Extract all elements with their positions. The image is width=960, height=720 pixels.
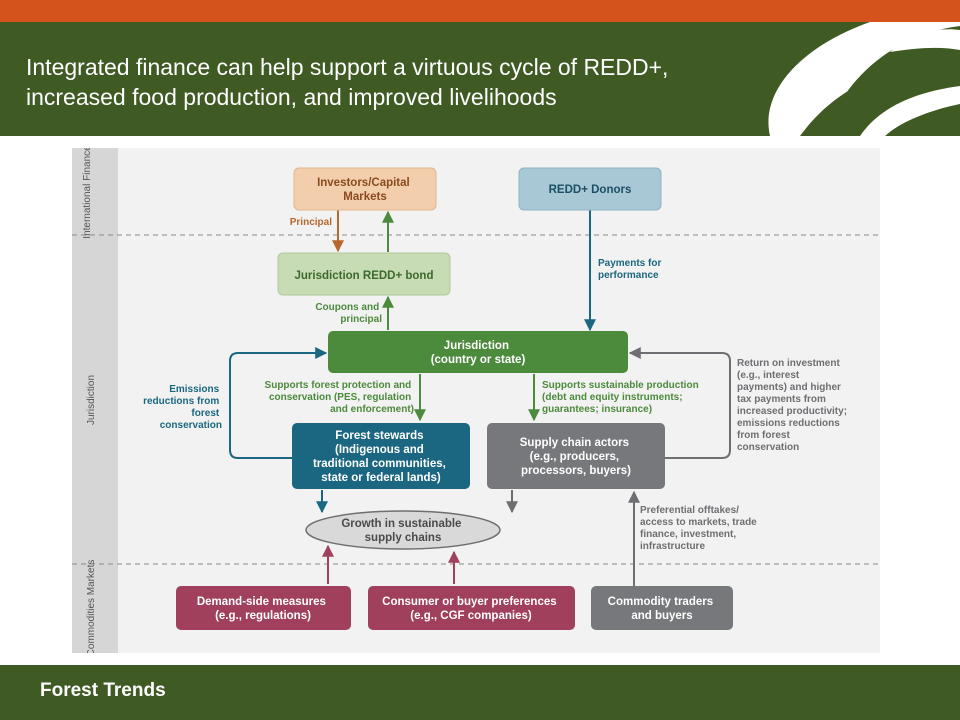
slide-title: Integrated finance can help support a vi… xyxy=(26,52,786,112)
svg-text:Supply chain actors (e: Supply chain actors (e.g., producers, pr… xyxy=(520,437,632,477)
svg-text:Demand-side measures (: Demand-side measures (e.g., regulations) xyxy=(197,596,329,622)
svg-text:REDD+ Donors: REDD+ Donors xyxy=(549,184,632,196)
svg-text:Growth in sustainable: Growth in sustainable supply chains xyxy=(341,518,464,544)
svg-text:Forest stewards (Indig: Forest stewards (Indigenous and traditio… xyxy=(313,430,449,484)
slide-footer: Forest Trends xyxy=(0,665,960,720)
label-coupons: Coupons and principal xyxy=(315,302,382,325)
slide-title-line-1: Integrated finance can help support a vi… xyxy=(26,54,669,80)
label-offtakes: Preferential offtakes/ access to markets… xyxy=(640,505,760,552)
label-payments: Payments for performance xyxy=(598,258,664,281)
svg-text:Jurisdiction (country: Jurisdiction (country or state) xyxy=(431,340,526,366)
bond-box: Jurisdiction REDD+ bond xyxy=(277,252,451,296)
slide-header: Integrated finance can help support a vi… xyxy=(0,22,960,136)
consumer-preferences-box: Consumer or buyer preferences (e.g., CGF… xyxy=(368,586,575,630)
band-label-international: International Finance xyxy=(82,148,93,239)
commodity-traders-box: Commodity traders and buyers xyxy=(591,586,733,630)
label-return-on-investment: Return on investment (e.g., interest pay… xyxy=(737,358,850,453)
label-sustainable-production: Supports sustainable production (debt an… xyxy=(542,380,701,415)
investors-box: Investors/Capital Markets xyxy=(293,167,437,211)
svg-text:Commodity traders and: Commodity traders and buyers xyxy=(608,596,717,622)
growth-ellipse: Growth in sustainable supply chains xyxy=(305,510,501,550)
label-forest-protection: Supports forest protection and conservat… xyxy=(265,380,414,415)
supply-chain-box: Supply chain actors (e.g., producers, pr… xyxy=(487,423,665,489)
arrow-emissions-loop xyxy=(229,347,328,459)
jurisdiction-box: Jurisdiction (country or state) xyxy=(328,331,628,373)
demand-side-box: Demand-side measures (e.g., regulations) xyxy=(176,586,351,630)
band-label-column xyxy=(72,148,118,653)
label-principal: Principal xyxy=(290,217,332,228)
top-accent-stripe xyxy=(0,0,960,22)
slide-title-line-2: increased food production, and improved … xyxy=(26,84,557,110)
donors-box: REDD+ Donors xyxy=(518,167,662,211)
svg-text:Consumer or buyer preferences: Consumer or buyer preferences (e.g., CGF… xyxy=(382,596,560,622)
diagram-canvas: International Finance Jurisdiction Commo… xyxy=(72,145,880,656)
band-label-markets: Commodities Markets xyxy=(86,560,97,653)
arrow-return-loop xyxy=(628,347,731,459)
label-emissions: Emissions reductions from forest conserv… xyxy=(143,384,222,431)
footer-brand: Forest Trends xyxy=(40,680,166,701)
leaf-logo-icon xyxy=(768,22,960,136)
finance-cycle-diagram: International Finance Jurisdiction Commo… xyxy=(72,145,880,656)
band-label-jurisdiction: Jurisdiction xyxy=(86,375,97,425)
forest-stewards-box: Forest stewards (Indigenous and traditio… xyxy=(292,423,470,489)
svg-text:Jurisdiction REDD+ bond: Jurisdiction REDD+ bond xyxy=(295,270,434,282)
svg-text:Investors/Capital Mark: Investors/Capital Markets xyxy=(317,177,413,203)
